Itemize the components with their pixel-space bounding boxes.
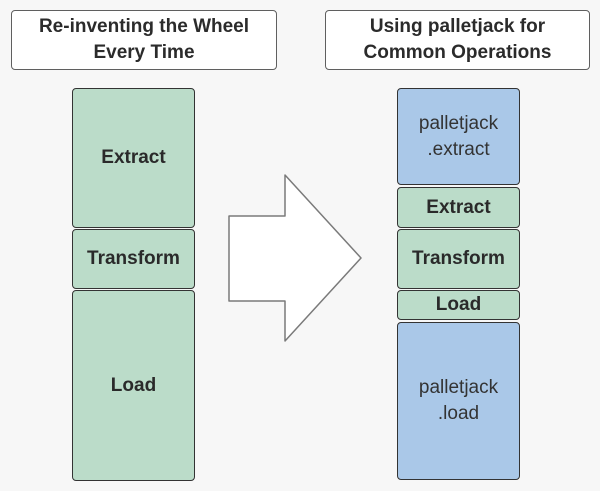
left-block-transform: Transform: [72, 229, 195, 289]
right-block-extract: Extract: [397, 187, 520, 228]
palletjack-load-line1: palletjack: [418, 377, 499, 398]
palletjack-extract-line1: palletjack: [418, 112, 499, 134]
right-title-line2: Common Operations: [363, 42, 552, 63]
right-title-box: Using palletjack for Common Operations: [325, 10, 590, 70]
palletjack-extract-line2: .extract: [427, 138, 490, 160]
left-block-load: Load: [72, 290, 195, 481]
left-block-extract: Extract: [72, 88, 195, 228]
right-block-palletjack-load: palletjack .load: [397, 322, 520, 480]
left-title-box: Re-inventing the Wheel Every Time: [11, 10, 277, 70]
right-block-load: Load: [397, 290, 520, 320]
right-title-line1: Using palletjack for: [369, 16, 546, 37]
left-title-line1: Re-inventing the Wheel: [38, 16, 250, 37]
left-title-line2: Every Time: [93, 42, 195, 63]
palletjack-load-line2: .load: [437, 403, 480, 424]
right-block-transform: Transform: [397, 229, 520, 289]
right-block-palletjack-extract: palletjack .extract: [397, 88, 520, 185]
